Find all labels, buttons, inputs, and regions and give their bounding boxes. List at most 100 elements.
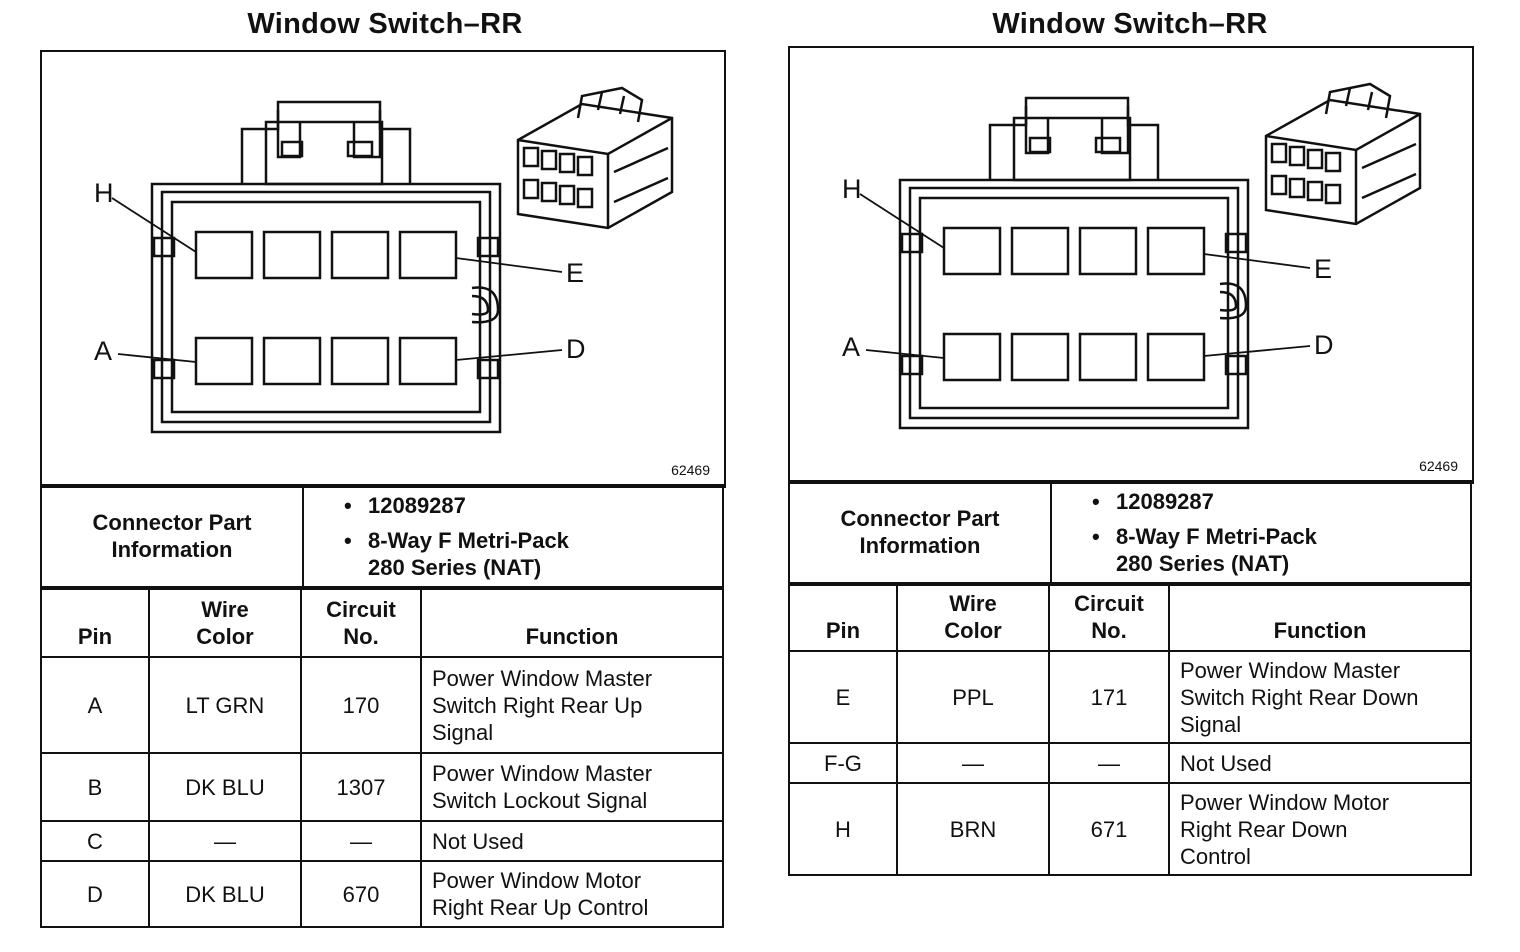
- function-cell: Power Window Motor Right Rear Up Control: [420, 860, 724, 928]
- function-line: Switch Lockout Signal: [432, 788, 648, 813]
- connector-diagram: H E A D 62469: [788, 46, 1474, 484]
- header-row: Pin Wire Color Circuit No. Function: [788, 584, 1472, 652]
- function-line: Power Window Motor: [1180, 789, 1390, 815]
- table-row: D DK BLU 670 Power Window Motor Right Re…: [40, 860, 724, 928]
- pin-label-e: E: [566, 258, 585, 288]
- pin-label-e: E: [1314, 254, 1333, 284]
- function-cell: Not Used: [1168, 742, 1472, 784]
- header-circuit: Circuit: [1074, 591, 1144, 616]
- connector-part-info: Connector Part Information • 12089287 • …: [788, 480, 1472, 584]
- header-circuit-no: Circuit No.: [300, 588, 422, 658]
- connector-part-label-cell: Connector Part Information: [788, 480, 1052, 584]
- part-number: 12089287: [368, 492, 466, 518]
- function-line: Not Used: [1180, 750, 1272, 776]
- wire-color-cell: BRN: [896, 782, 1050, 876]
- bullet-mark: •: [1092, 488, 1100, 514]
- function-cell: Power Window Master Switch Right Rear Do…: [1168, 650, 1472, 744]
- function-line: Power Window Motor: [432, 868, 642, 893]
- table-row: E PPL 171 Power Window Master Switch Rig…: [788, 650, 1472, 744]
- header-function: Function: [420, 588, 724, 658]
- information-label: Information: [111, 537, 233, 562]
- function-cell: Power Window Master Switch Lockout Signa…: [420, 752, 724, 822]
- function-line: Signal: [432, 719, 494, 745]
- connector-face-drawing: [859, 82, 1422, 430]
- pin-table: Pin Wire Color Circuit No. Function E PP…: [788, 584, 1472, 876]
- header-pin: Pin: [788, 584, 898, 652]
- wire-color-cell: DK BLU: [148, 752, 302, 822]
- pin-cell: E: [788, 650, 898, 744]
- header-no: No.: [1091, 618, 1127, 643]
- connector-face-drawing: [111, 86, 674, 434]
- function-cell: Power Window Motor Right Rear Down Contr…: [1168, 782, 1472, 876]
- table-row: C — — Not Used: [40, 820, 724, 862]
- pin-table: Pin Wire Color Circuit No. Function A LT…: [40, 588, 724, 928]
- bullet-mark: •: [1092, 523, 1100, 549]
- part-number-item: • 12089287: [1092, 488, 1470, 515]
- circuit-cell: 171: [1048, 650, 1170, 744]
- connector-diagram: H E A D 62469: [40, 50, 726, 488]
- pin-label-h: H: [842, 174, 862, 204]
- connector-part-label: Connector Part: [92, 510, 252, 535]
- pin-cell: C: [40, 820, 150, 862]
- function-line: Right Rear Down: [1180, 816, 1348, 842]
- header-wire-color: Wire Color: [148, 588, 302, 658]
- pin-cell: F-G: [788, 742, 898, 784]
- connector-desc-item: • 8-Way F Metri-Pack: [1092, 523, 1470, 550]
- wire-color-cell: PPL: [896, 650, 1050, 744]
- connector-desc-line2: 280 Series (NAT): [1116, 550, 1290, 576]
- function-line: Right Rear Up Control: [432, 895, 649, 920]
- pin-label-d: D: [566, 334, 586, 364]
- pin-cell: B: [40, 752, 150, 822]
- wire-color-cell: LT GRN: [148, 656, 302, 754]
- circuit-cell: 170: [300, 656, 422, 754]
- wire-color-cell: —: [896, 742, 1050, 784]
- function-line: Switch Right Rear Up: [432, 692, 643, 718]
- function-line: Power Window Master: [1180, 657, 1401, 683]
- bullet-mark: •: [344, 527, 352, 553]
- figure-number: 62469: [671, 462, 710, 478]
- connector-desc-line1: 8-Way F Metri-Pack: [1116, 523, 1317, 549]
- table-row: B DK BLU 1307 Power Window Master Switch…: [40, 752, 724, 822]
- function-line: Not Used: [432, 828, 524, 854]
- function-cell: Not Used: [420, 820, 724, 862]
- connector-part-values: • 12089287 • 8-Way F Metri-Pack 280 Seri…: [302, 484, 724, 588]
- part-number-item: • 12089287: [344, 492, 722, 519]
- header-no: No.: [343, 624, 379, 649]
- connector-desc-item-2: 280 Series (NAT): [344, 554, 722, 581]
- function-line: Power Window Master: [432, 761, 653, 786]
- function-line: Power Window Master: [432, 665, 653, 691]
- function-line: Control: [1180, 843, 1251, 869]
- panel-title: Window Switch–RR: [992, 8, 1268, 40]
- wire-color-cell: —: [148, 820, 302, 862]
- header-color: Color: [944, 618, 1002, 643]
- connector-desc-line1: 8-Way F Metri-Pack: [368, 527, 569, 553]
- part-number: 12089287: [1116, 488, 1214, 514]
- wire-color-cell: DK BLU: [148, 860, 302, 928]
- circuit-cell: —: [300, 820, 422, 862]
- header-pin: Pin: [40, 588, 150, 658]
- header-wire: Wire: [949, 591, 997, 616]
- header-wire-color: Wire Color: [896, 584, 1050, 652]
- connector-part-label-cell: Connector Part Information: [40, 484, 304, 588]
- pin-cell: D: [40, 860, 150, 928]
- function-line: Signal: [1180, 711, 1242, 737]
- header-wire: Wire: [201, 597, 249, 622]
- table-row: H BRN 671 Power Window Motor Right Rear …: [788, 782, 1472, 876]
- figure-number: 62469: [1419, 458, 1458, 474]
- panel-title: Window Switch–RR: [247, 8, 523, 40]
- header-function: Function: [1168, 584, 1472, 652]
- header-circuit: Circuit: [326, 597, 396, 622]
- pin-label-h: H: [94, 178, 114, 208]
- pin-label-d: D: [1314, 330, 1334, 360]
- connector-desc-item: • 8-Way F Metri-Pack: [344, 527, 722, 554]
- circuit-cell: 670: [300, 860, 422, 928]
- header-circuit-no: Circuit No.: [1048, 584, 1170, 652]
- circuit-cell: 671: [1048, 782, 1170, 876]
- circuit-cell: 1307: [300, 752, 422, 822]
- connector-desc-line2: 280 Series (NAT): [368, 554, 542, 580]
- header-row: Pin Wire Color Circuit No. Function: [40, 588, 724, 658]
- pin-label-a: A: [842, 332, 861, 362]
- connector-part-values: • 12089287 • 8-Way F Metri-Pack 280 Seri…: [1050, 480, 1472, 584]
- connector-part-info: Connector Part Information • 12089287 • …: [40, 484, 724, 588]
- pin-label-a: A: [94, 336, 113, 366]
